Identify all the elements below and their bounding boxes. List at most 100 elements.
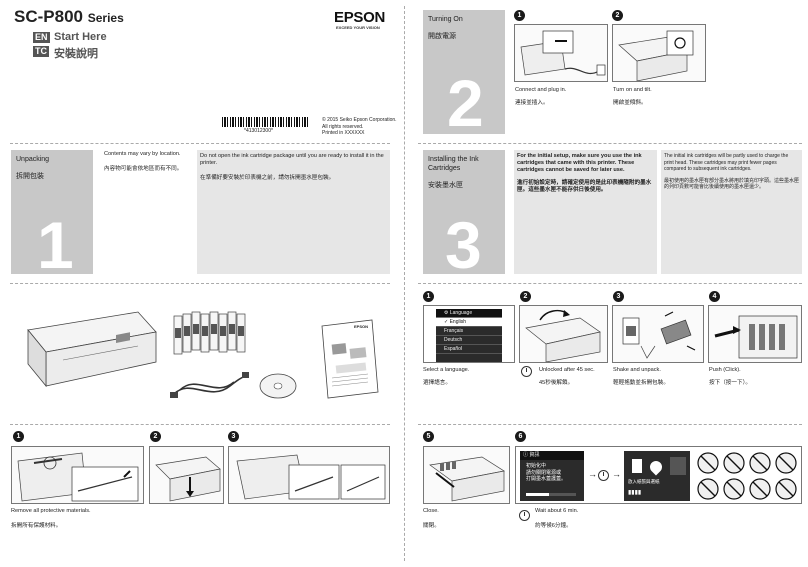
- language-option-french[interactable]: Français: [436, 327, 502, 336]
- ink-warning-en: Do not open the ink cartridge package un…: [200, 153, 384, 166]
- ink-cartridges-illustration: [172, 308, 252, 358]
- power-on-caption: Turn on and tilt. 開啟並傾斜。: [613, 87, 652, 107]
- language-option-english[interactable]: ✓ English: [436, 318, 502, 327]
- unlock-caption-en: Unlocked after 45 sec.: [539, 367, 595, 373]
- epson-logo: EPSON: [334, 9, 386, 26]
- timer-icon: [598, 470, 609, 481]
- shake-caption-en: Shake and unpack.: [613, 367, 661, 373]
- section-number-1: 1: [37, 208, 74, 274]
- unlock-cover-illustration: [519, 305, 608, 363]
- lang-tc-badge: TC: [33, 46, 49, 57]
- model-name: SC-P800: [14, 7, 83, 26]
- select-language-caption: Select a language. 選擇語言。: [423, 367, 469, 387]
- step-number-circle: 6: [515, 431, 526, 442]
- select-language-en: Select a language.: [423, 367, 470, 373]
- initial-setup-note-panel: For the initial setup, make sure you use…: [514, 150, 657, 274]
- series-label: Series: [87, 11, 124, 25]
- arrow-right-icon: →: [612, 469, 621, 479]
- connect-power-illustration: [514, 24, 608, 82]
- step-number-circle: 2: [612, 10, 623, 21]
- close-caption-tc: 關閉。: [423, 523, 440, 529]
- manual-illustration: EPSON: [318, 318, 382, 400]
- connect-caption: Connect and plug in. 連接並插入。: [515, 87, 566, 107]
- initial-cartridges-note-tc: 最初使用的墨水匣有部分墨水將用於填充印字頭。這些墨水匣的列印頁數可能會比後續使用…: [664, 177, 800, 191]
- language-option-german[interactable]: Deutsch: [436, 336, 502, 345]
- push-caption-tc: 按下（按一下）。: [709, 380, 751, 386]
- initial-cartridges-note-panel: The initial ink cartridges will be partl…: [661, 150, 802, 274]
- language-menu: ⚙ Language ✓ English Français Deutsch Es…: [436, 309, 502, 362]
- step-number-circle: 1: [13, 431, 24, 442]
- close-caption-en: Close.: [423, 508, 439, 514]
- initial-setup-note-en: For the initial setup, make sure you use…: [517, 153, 642, 173]
- lcd-header: ⓘ 資訊: [520, 451, 584, 460]
- wait-caption-en: Wait about 6 min.: [535, 508, 579, 514]
- connect-caption-tc: 連接並插入。: [515, 100, 549, 106]
- power-on-illustration: [612, 24, 706, 82]
- arrow-right-icon: →: [588, 469, 597, 479]
- initialization-screens: ⓘ 資訊 初始化中 請勿關閉電源或 打開墨水蓋護蓋。 → → 放入紙張與選紙 ▮…: [515, 446, 802, 504]
- push-caption-en: Push (Click).: [709, 367, 741, 373]
- close-caption: Close. 關閉。: [423, 508, 440, 530]
- start-here-title-tc: 安裝說明: [54, 48, 98, 60]
- contents-note-tc: 內容物可能會依地區而有不同。: [104, 166, 183, 172]
- turning-on-title-tc: 開啟電源: [428, 33, 456, 40]
- connect-caption-en: Connect and plug in.: [515, 87, 567, 93]
- lang-en-badge: EN: [33, 32, 50, 43]
- shake-caption: Shake and unpack. 輕輕搖動並拆開包裝。: [613, 367, 669, 387]
- unpacking-warning-panel: Do not open the ink cartridge package un…: [197, 150, 390, 274]
- language-select-screen: ⚙ Language ✓ English Français Deutsch Es…: [423, 305, 515, 363]
- wait-caption-tc: 約等候6分鐘。: [535, 523, 572, 529]
- unpacking-title: Unpacking: [16, 156, 50, 163]
- remove-step-caption: Remove all protective materials. 拆開所有保護材…: [11, 508, 91, 530]
- barcode: [222, 117, 308, 127]
- timer-icon: [519, 510, 530, 521]
- step-number-circle: 1: [514, 10, 525, 21]
- info-icon: ⓘ: [523, 452, 530, 458]
- unpacking-title-tc: 拆開包裝: [16, 173, 44, 180]
- push-caption: Push (Click). 按下（按一下）。: [709, 367, 751, 387]
- lcd-message: 初始化中 請勿關閉電源或 打開墨水蓋護蓋。: [526, 463, 567, 482]
- turning-on-title: Turning On: [428, 16, 463, 23]
- step-number-circle: 2: [520, 291, 531, 302]
- warning-icons-grid: [696, 451, 798, 501]
- unlock-caption-tc: 45秒後解鎖。: [539, 380, 574, 386]
- remove-packing-illustration: [149, 446, 224, 504]
- start-here-title: Start Here: [54, 31, 107, 43]
- contents-note-en: Contents may vary by location.: [104, 151, 181, 157]
- step-number-circle: 5: [423, 431, 434, 442]
- language-option-spanish[interactable]: Español: [436, 345, 502, 354]
- section-number-3: 3: [445, 208, 482, 274]
- turning-on-section-tab: Turning On 開啟電源 2: [423, 10, 505, 134]
- installing-title: Installing the Ink Cartridges: [428, 156, 479, 172]
- installing-title-tc: 安裝墨水匣: [428, 182, 463, 189]
- copyright-line-2: All rights reserved.: [322, 123, 364, 130]
- copyright-block: © 2015 Seiko Epson Corporation. All righ…: [322, 117, 397, 137]
- remove-tape-illustration: [11, 446, 144, 504]
- gear-icon: ⚙: [444, 310, 450, 316]
- step-number-circle: 3: [613, 291, 624, 302]
- language-menu-header: ⚙ Language: [436, 309, 502, 318]
- copyright-line-3: Printed in XXXXXX: [322, 130, 365, 136]
- wait-caption: Wait about 6 min. 約等候6分鐘。: [535, 508, 578, 530]
- paper-icon: [632, 459, 642, 473]
- power-on-caption-tc: 開啟並傾斜。: [613, 100, 647, 106]
- initial-setup-note-tc: 進行初始設定時，請確定使用的是此印表機隨附的墨水匣。這些墨水匣不能存供日後使用。: [517, 180, 652, 193]
- software-disc-icon: [258, 372, 298, 400]
- select-language-tc: 選擇語言。: [423, 380, 451, 386]
- unpacking-note: Contents may vary by location. 內容物可能會依地區…: [104, 151, 192, 173]
- step-number-circle: 4: [709, 291, 720, 302]
- ink-level-icons: ▮▮▮▮: [628, 490, 642, 496]
- printer-illustration: [18, 300, 158, 390]
- check-icon: ✓: [444, 319, 450, 325]
- remove-caption-tc: 拆開所有保護材料。: [11, 523, 62, 529]
- copyright-line-1: © 2015 Seiko Epson Corporation.: [322, 117, 397, 123]
- barcode-text: *413012300*: [244, 128, 273, 134]
- lcd-progress-bar: [526, 493, 576, 496]
- step-number-circle: 2: [150, 431, 161, 442]
- timer-icon: [521, 366, 532, 377]
- unpacking-section-tab: Unpacking 拆開包裝 1: [11, 150, 93, 274]
- section-number-2: 2: [447, 66, 484, 134]
- shake-caption-tc: 輕輕搖動並拆開包裝。: [613, 380, 669, 386]
- settings-tile: [670, 457, 686, 475]
- manual-brand-mark: EPSON: [354, 324, 369, 329]
